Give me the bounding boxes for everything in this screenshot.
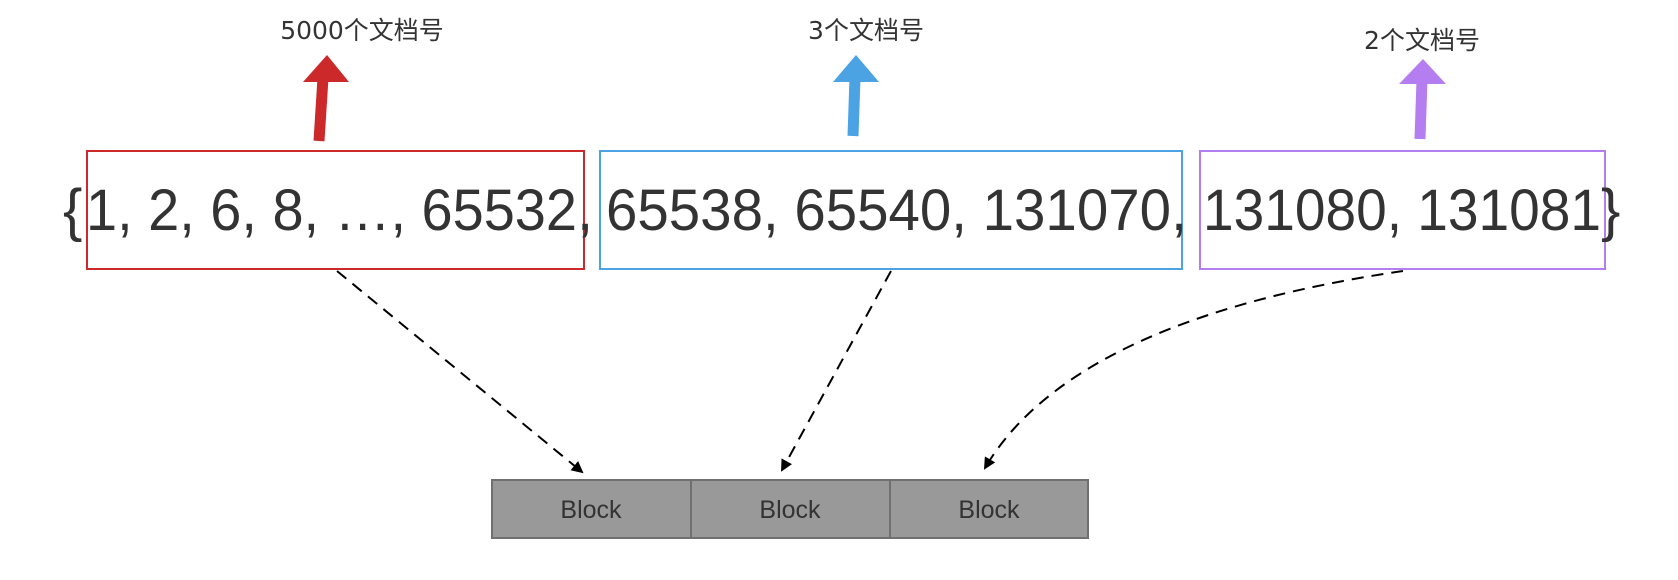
close-brace: } (1601, 178, 1620, 243)
up-arrow-icon (833, 55, 879, 137)
dashed-arrow-icon (781, 270, 892, 472)
group-box-2 (599, 150, 1183, 270)
separator-1: , (577, 178, 593, 243)
block-label-3: Block (958, 496, 1020, 524)
dashed-arrow-icon (983, 270, 1404, 470)
group-label-2: 3个文档号 (808, 16, 924, 45)
group-box-1 (86, 150, 585, 270)
sequence-part-1: 1, 2, 6, 8, …, 65532 (86, 178, 577, 243)
block-1 (491, 479, 692, 539)
block-label-2: Block (759, 496, 821, 524)
dashed-arrow-icon (336, 270, 584, 474)
sequence-part-3: 131080, 131081 (1203, 178, 1601, 243)
sequence-part-2: 65538, 65540, 131070 (606, 178, 1171, 243)
block-label-1: Block (560, 496, 622, 524)
block-row: Block Block Block (491, 479, 1089, 539)
open-brace: { (63, 178, 82, 243)
group-label-1: 5000个文档号 (280, 16, 444, 45)
group-box-3 (1199, 150, 1606, 270)
up-arrow-icon (303, 55, 349, 142)
block-3 (889, 479, 1089, 539)
separator-2: , (1171, 178, 1187, 243)
up-arrow-icon (1399, 59, 1446, 140)
block-2 (690, 479, 891, 539)
group-label-3: 2个文档号 (1364, 26, 1480, 55)
